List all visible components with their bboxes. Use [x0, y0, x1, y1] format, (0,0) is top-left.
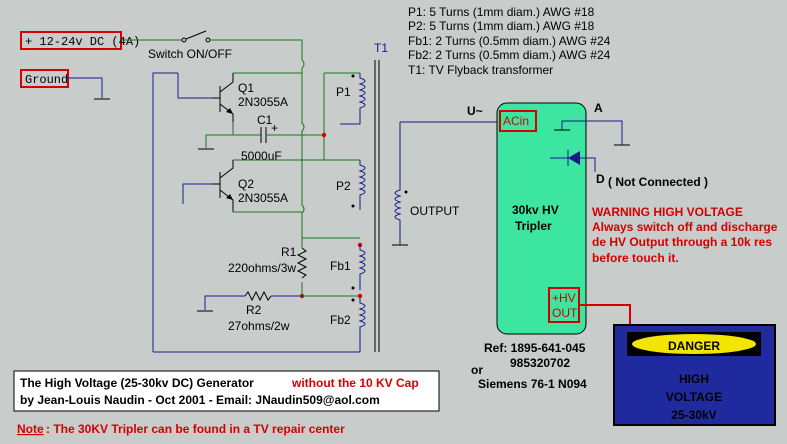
diode-wire [550, 157, 596, 172]
r2-body [244, 290, 272, 302]
danger-line-3: 25-30kV [671, 408, 716, 422]
a-terminal-wire [561, 120, 623, 145]
r1-body [296, 247, 308, 279]
spec-line: P2: 5 Turns (1mm diam.) AWG #18 [408, 19, 595, 33]
switch-label: Switch ON/OFF [148, 47, 232, 61]
c1-plus: + [271, 121, 278, 135]
d-label: D [596, 172, 605, 186]
fb1-coil [358, 245, 366, 290]
ref-line: 985320702 [510, 356, 570, 370]
p1-label: P1 [336, 85, 351, 99]
reference-block: Ref: 1895-641-045 985320702 or Siemens 7… [471, 341, 587, 391]
left-bus-wire [152, 72, 178, 352]
danger-badge [632, 334, 756, 354]
q1-part: 2N3055A [238, 95, 288, 109]
fb2-dot [351, 298, 355, 302]
q1-emitter-arrow [226, 108, 233, 114]
warning-line: WARNING HIGH VOLTAGE [592, 205, 743, 219]
q2-collector [219, 160, 234, 179]
output-coil [394, 122, 402, 245]
spec-line: P1: 5 Turns (1mm diam.) AWG #18 [408, 5, 595, 19]
diode-body [568, 151, 580, 165]
u-label: U~ [467, 104, 483, 118]
q1-label: Q1 [238, 81, 254, 95]
note-text: : The 30KV Tripler can be found in a TV … [46, 422, 345, 436]
acin-label: ACin [503, 114, 529, 128]
p1-coil [340, 73, 366, 125]
acin-box [499, 110, 537, 132]
c1-label: C1 [257, 113, 273, 127]
d-note: ( Not Connected ) [608, 175, 708, 189]
tripler-block [496, 102, 587, 335]
r2-ground-wire [204, 295, 245, 310]
ground-input-wire [68, 77, 103, 98]
c1-wire-left [205, 134, 261, 148]
r2-label: R2 [246, 303, 262, 317]
supply-vertical-wire [301, 59, 305, 238]
r1-label: R1 [281, 245, 297, 259]
q1-base-wire [177, 73, 212, 99]
warning-line: before touch it. [592, 251, 679, 265]
switch-contact-left [181, 37, 187, 43]
switch-contact-right [205, 37, 211, 43]
ref-line: Siemens 76-1 N094 [478, 377, 587, 391]
q2-emitter-arrow [226, 194, 233, 200]
r2-value: 27ohms/2w [228, 319, 290, 333]
fb1-label: Fb1 [330, 259, 351, 273]
c1-value: 5000uF [241, 149, 282, 163]
node-fb2 [357, 293, 363, 299]
warning-block: WARNING HIGH VOLTAGE Always switch off a… [592, 205, 778, 265]
danger-line-2: VOLTAGE [666, 390, 722, 404]
output-dot [404, 190, 408, 194]
credits-byline: by Jean-Louis Naudin - Oct 2001 - Email:… [20, 393, 380, 407]
node-c1 [321, 132, 327, 138]
q2-part: 2N3055A [238, 191, 288, 205]
ground-label: Ground [25, 73, 68, 87]
fb2-coil [358, 296, 366, 352]
warning-line: Always switch off and discharge [592, 220, 778, 234]
hv-line-2: OUT [552, 306, 578, 320]
r1-bottom-lead [301, 282, 360, 297]
danger-line-1: HIGH [679, 372, 709, 386]
a-label: A [594, 101, 603, 115]
credits-box [13, 370, 440, 412]
q2-label: Q2 [238, 177, 254, 191]
switch-output-wire [210, 39, 303, 60]
spec-list: P1: 5 Turns (1mm diam.) AWG #18 P2: 5 Tu… [408, 5, 611, 77]
p2-coil [358, 160, 366, 210]
credits-title-note: without the 10 KV Cap [291, 376, 419, 390]
r1-value: 220ohms/3w [228, 261, 296, 275]
q1-collector [219, 73, 234, 93]
dc-input-label: + 12-24v DC (4A) [25, 35, 140, 49]
tripler-title-1: 30kv HV [512, 203, 559, 217]
spec-line: Fb2: 2 Turns (0.5mm diam.) AWG #24 [408, 48, 611, 62]
spec-line: Fb1: 2 Turns (0.5mm diam.) AWG #24 [408, 34, 611, 48]
fb2-label: Fb2 [330, 313, 351, 327]
q2-emitter [219, 189, 234, 212]
note-prefix: Note [17, 422, 44, 436]
p2-label: P2 [336, 179, 351, 193]
output-label: OUTPUT [410, 204, 460, 218]
tripler-title-2: Tripler [515, 219, 552, 233]
ref-line: Ref: 1895-641-045 [484, 341, 586, 355]
p2-dot [351, 204, 355, 208]
spec-line: T1: TV Flyback transformer [408, 63, 553, 77]
warning-line: de HV Output through a 10k res [592, 235, 772, 249]
switch-lever [185, 30, 207, 40]
fb1-dot [351, 286, 355, 290]
danger-badge-text: DANGER [668, 339, 720, 353]
hv-out-wire [579, 304, 631, 326]
hv-line-1: +HV [552, 291, 576, 305]
credits-title: The High Voltage (25-30kv DC) Generator [20, 376, 254, 390]
t1-label: T1 [374, 41, 388, 55]
q2-base-wire [182, 183, 212, 204]
ref-line: or [471, 363, 483, 377]
p1-dot [351, 74, 355, 78]
